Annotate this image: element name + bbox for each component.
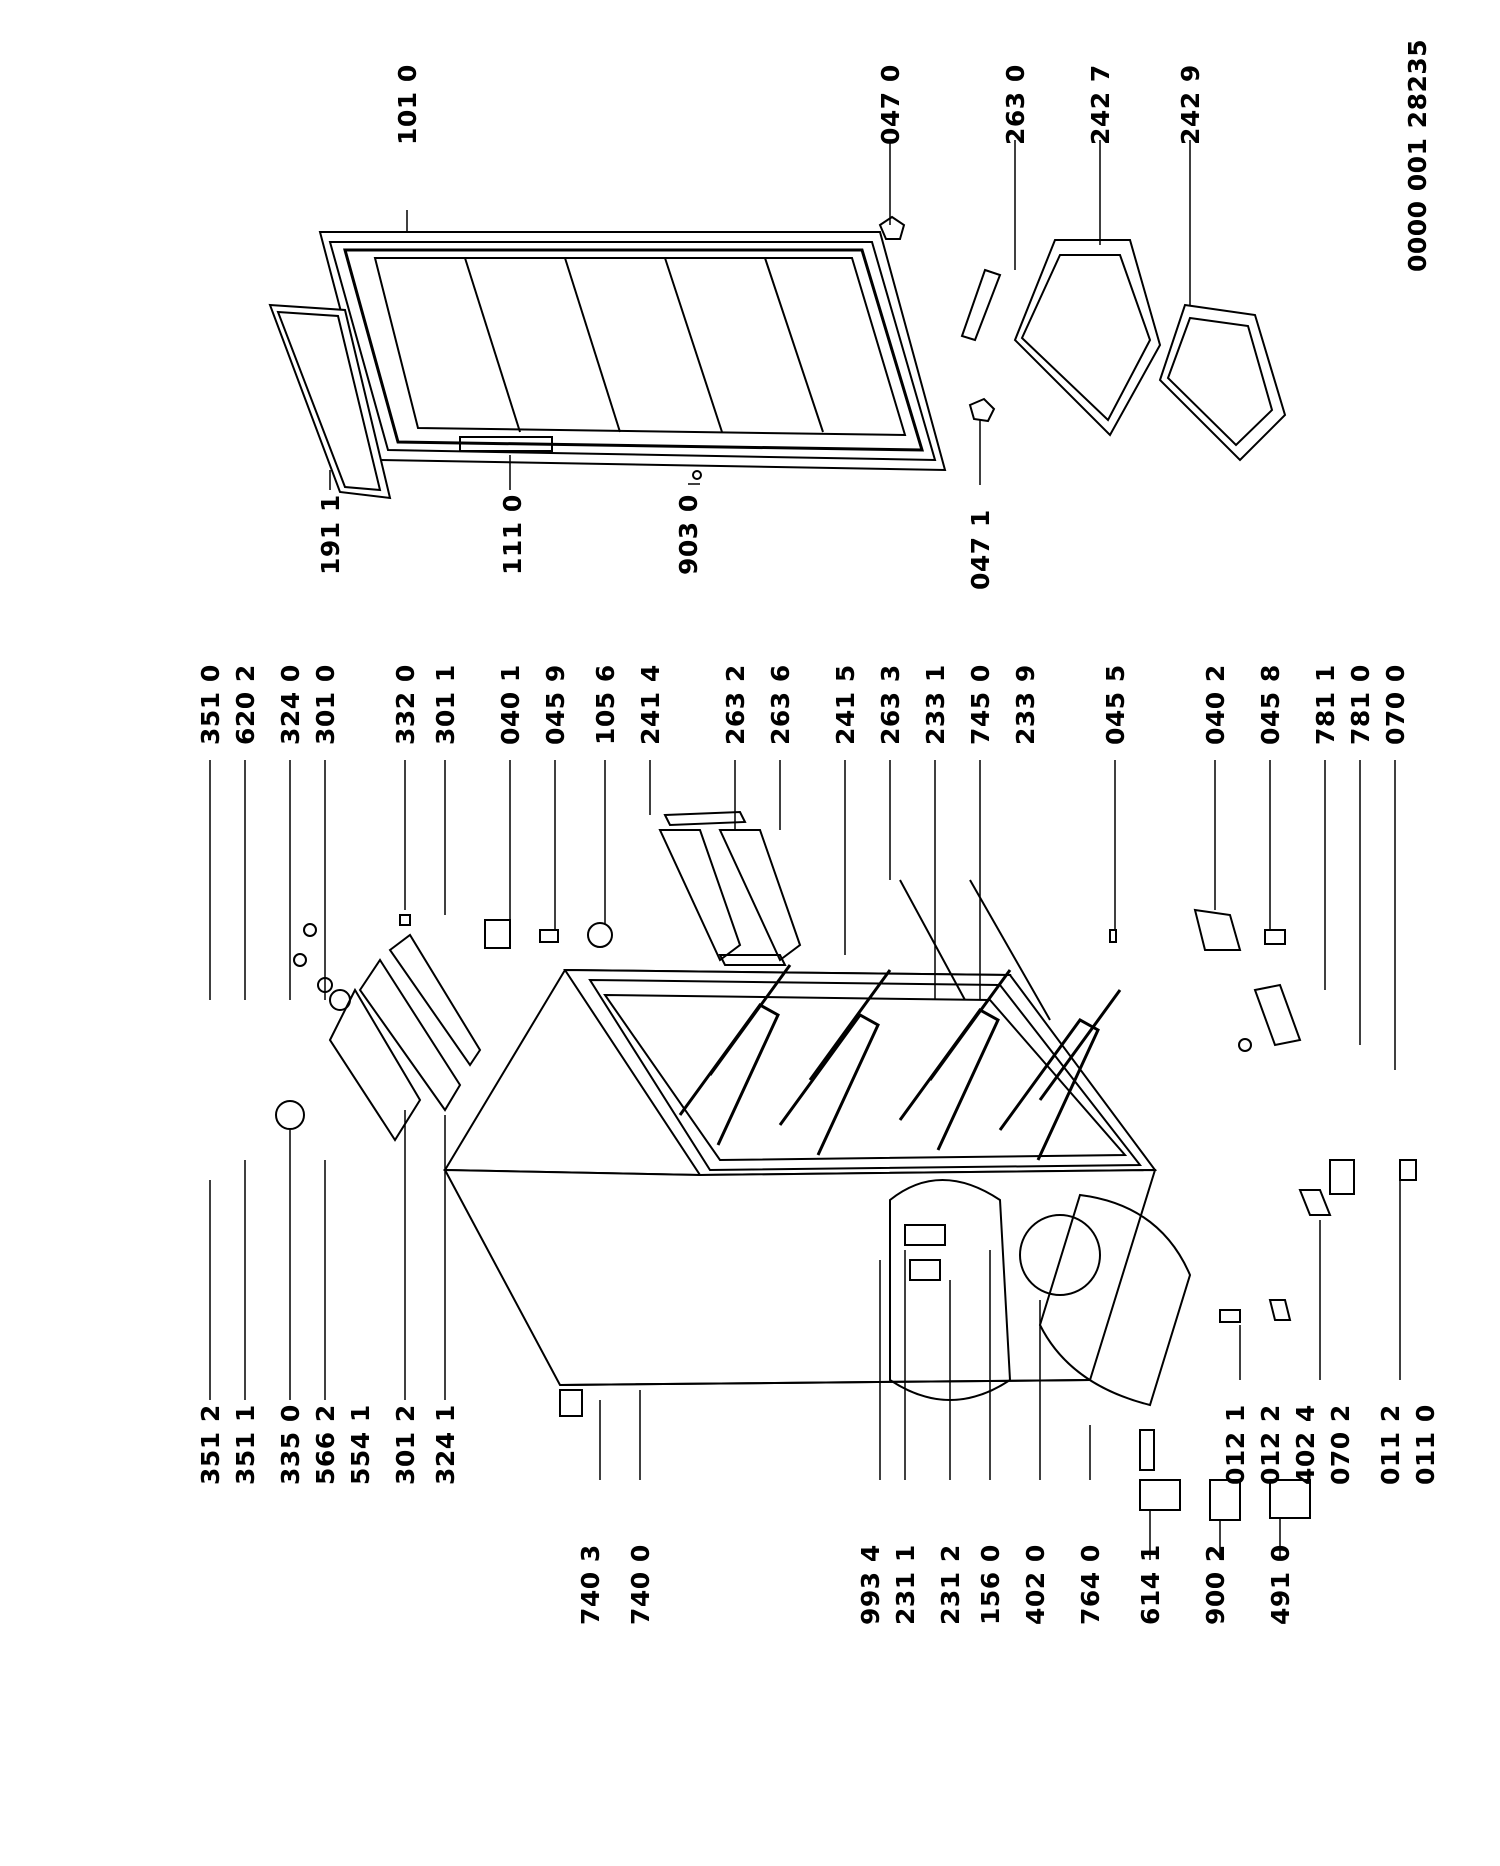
cabinet-body — [443, 968, 1192, 1407]
part-label-263-3: 263 3 — [876, 664, 905, 745]
part-label-101-0: 101 0 — [393, 64, 422, 145]
leader-lines — [209, 140, 1401, 1560]
part-label-070-0: 070 0 — [1381, 664, 1410, 745]
part-label-045-8: 045 8 — [1256, 664, 1285, 745]
part-label-351-2: 351 2 — [196, 1404, 225, 1485]
part-label-402-0: 402 0 — [1021, 1544, 1050, 1625]
part-label-263-2: 263 2 — [721, 664, 750, 745]
door-assembly — [268, 231, 947, 500]
part-label-402-4: 402 4 — [1291, 1404, 1320, 1485]
part-label-781-0: 781 0 — [1346, 664, 1375, 745]
part-label-993-4: 993 4 — [856, 1544, 885, 1625]
part-label-324-1: 324 1 — [431, 1404, 460, 1485]
part-label-740-3: 740 3 — [576, 1544, 605, 1625]
part-label-301-0: 301 0 — [311, 664, 340, 745]
control-parts — [275, 914, 482, 1142]
part-label-105-6: 105 6 — [591, 664, 620, 745]
part-label-263-0: 263 0 — [1001, 64, 1030, 145]
part-label-324-0: 324 0 — [276, 664, 305, 745]
side-parts — [484, 810, 1302, 1052]
part-label-040-1: 040 1 — [496, 664, 525, 745]
part-label-301-2: 301 2 — [391, 1404, 420, 1485]
compressor-parts — [559, 1159, 1417, 1521]
shelf-grilles — [678, 964, 1122, 1161]
part-label-070-2: 070 2 — [1326, 1404, 1355, 1485]
part-label-111-0: 111 0 — [498, 494, 527, 575]
part-label-554-1: 554 1 — [346, 1404, 375, 1485]
part-label-351-0: 351 0 — [196, 664, 225, 745]
part-label-012-2: 012 2 — [1256, 1404, 1285, 1485]
part-label-241-4: 241 4 — [636, 664, 665, 745]
part-label-903-0: 903 0 — [674, 494, 703, 575]
part-label-740-0: 740 0 — [626, 1544, 655, 1625]
part-label-231-2: 231 2 — [936, 1544, 965, 1625]
part-label-332-0: 332 0 — [391, 664, 420, 745]
part-label-301-1: 301 1 — [431, 664, 460, 745]
part-label-351-1: 351 1 — [231, 1404, 260, 1485]
part-label-900-2: 900 2 — [1201, 1544, 1230, 1625]
part-label-047-1: 047 1 — [966, 509, 995, 590]
door-small-parts — [692, 215, 1287, 480]
document-code: 0000 001 28235 — [1403, 38, 1432, 272]
part-label-614-1: 614 1 — [1136, 1544, 1165, 1625]
part-label-191-1: 191 1 — [316, 494, 345, 575]
part-label-045-9: 045 9 — [541, 664, 570, 745]
part-label-764-0: 764 0 — [1076, 1544, 1105, 1625]
part-label-231-1: 231 1 — [891, 1544, 920, 1625]
part-label-242-9: 242 9 — [1176, 64, 1205, 145]
part-label-491-0: 491 0 — [1266, 1544, 1295, 1625]
part-label-011-0: 011 0 — [1411, 1404, 1440, 1485]
part-label-011-2: 011 2 — [1376, 1404, 1405, 1485]
part-label-047-0: 047 0 — [876, 64, 905, 145]
part-label-335-0: 335 0 — [276, 1404, 305, 1485]
part-label-045-5: 045 5 — [1101, 664, 1130, 745]
part-label-745-0: 745 0 — [966, 664, 995, 745]
part-label-040-2: 040 2 — [1201, 664, 1230, 745]
part-label-241-5: 241 5 — [831, 664, 860, 745]
part-label-012-1: 012 1 — [1221, 1404, 1250, 1485]
part-label-566-2: 566 2 — [311, 1404, 340, 1485]
part-label-263-6: 263 6 — [766, 664, 795, 745]
part-label-242-7: 242 7 — [1086, 64, 1115, 145]
part-label-233-9: 233 9 — [1011, 664, 1040, 745]
part-label-156-0: 156 0 — [976, 1544, 1005, 1625]
part-label-233-1: 233 1 — [921, 664, 950, 745]
part-label-620-2: 620 2 — [231, 664, 260, 745]
part-label-781-1: 781 1 — [1311, 664, 1340, 745]
